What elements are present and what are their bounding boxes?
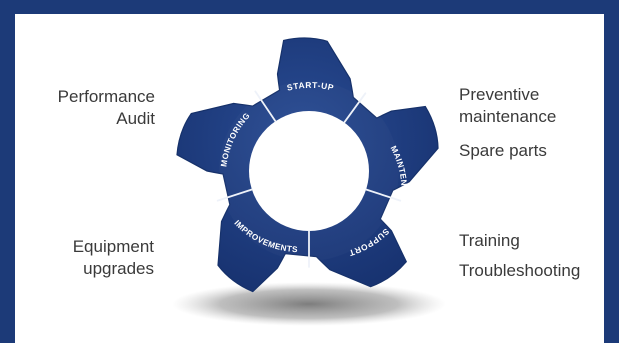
segment-divider-1 — [254, 90, 277, 123]
segment-divider-5 — [216, 188, 253, 202]
performance-label: Performance — [57, 87, 155, 106]
spare-parts-label: Spare parts — [459, 140, 609, 162]
training-label: Training — [459, 230, 609, 252]
preventive-maintenance-label: Preventive maintenance — [459, 84, 609, 128]
segment-dividers — [216, 90, 402, 268]
equipment-upgrades-label: Equipment upgrades — [33, 236, 154, 280]
segment-divider-3 — [365, 188, 402, 202]
audit-label: Audit — [116, 109, 155, 128]
preventive-label: Preventive — [459, 85, 540, 104]
equipment-label: Equipment — [72, 237, 154, 256]
gear-center-hole — [249, 111, 369, 231]
segment-divider-2 — [343, 92, 367, 124]
training-text: Training — [459, 231, 520, 250]
gear-shadow — [172, 282, 446, 326]
spare-parts-text: Spare parts — [459, 141, 547, 160]
performance-audit-label: Performance Audit — [37, 86, 155, 130]
upgrades-label: upgrades — [83, 259, 154, 278]
troubleshooting-text: Troubleshooting — [459, 261, 581, 280]
maintenance-label: maintenance — [459, 107, 557, 126]
troubleshooting-label: Troubleshooting — [459, 260, 609, 282]
